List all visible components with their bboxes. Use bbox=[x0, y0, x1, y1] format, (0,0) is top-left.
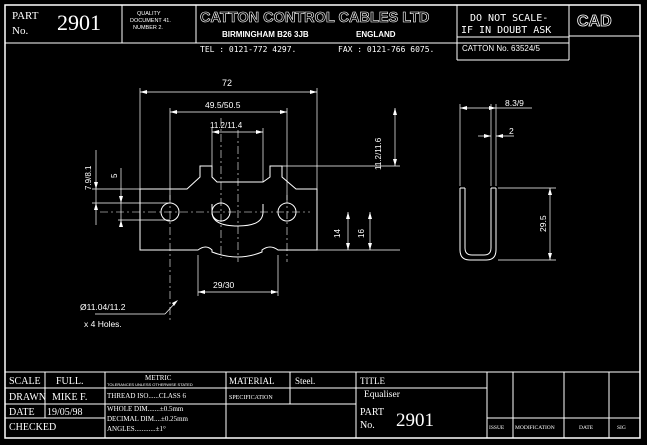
company-fax: FAX : 0121-766 6075. bbox=[338, 45, 434, 54]
dim-right-height: 11.2/11.6 bbox=[374, 137, 383, 170]
warning-line-2: IF IN DOUBT ASK bbox=[461, 25, 551, 36]
dim-bottom-cutout: 29/30 bbox=[213, 280, 235, 290]
quality-line-2: DOCUMENT 41. bbox=[130, 18, 171, 24]
company-country: ENGLAND bbox=[356, 30, 396, 39]
specification-label: SPECIFICATION bbox=[229, 395, 273, 401]
slot-cutout bbox=[211, 204, 264, 227]
company-phone: TEL : 0121-772 4297. bbox=[200, 45, 296, 54]
angles-tolerance: ANGLES............±1° bbox=[107, 425, 166, 433]
checked-label: CHECKED bbox=[9, 422, 56, 433]
hole-count: x 4 Holes. bbox=[84, 319, 122, 329]
side-arrowheads bbox=[460, 106, 552, 260]
quality-line-1: QUALITY bbox=[137, 11, 161, 17]
bottom-part-number: 2901 bbox=[396, 410, 434, 431]
dim-hole-pitch: 49.5/50.5 bbox=[205, 100, 241, 110]
metric-label: METRIC bbox=[145, 374, 172, 382]
date-col-label: DATE bbox=[579, 425, 594, 431]
modification-col-label: MODIFICATION bbox=[515, 425, 555, 431]
hole-callout: Ø11.04/11.2 bbox=[80, 302, 126, 312]
drawn-label: DRAWN bbox=[9, 392, 46, 403]
scale-label: SCALE bbox=[9, 376, 41, 387]
front-view-outline bbox=[139, 165, 318, 258]
dim-left-height: 7.9/8.1 bbox=[84, 165, 93, 190]
material-value: Steel. bbox=[295, 376, 315, 386]
arrowheads bbox=[94, 90, 397, 306]
outer-border bbox=[4, 4, 641, 439]
bottom-part-label: PART bbox=[360, 407, 384, 418]
front-view bbox=[139, 165, 318, 258]
dim-height-14: 14 bbox=[333, 229, 342, 238]
decimal-tolerance: DECIMAL DIM....±0.25mm bbox=[107, 415, 189, 423]
top-part-no-label: No. bbox=[12, 25, 28, 37]
title-value: Equaliser bbox=[364, 390, 401, 400]
side-view-outline bbox=[459, 187, 497, 261]
dim-height-16: 16 bbox=[357, 229, 366, 238]
issue-col-label: ISSUE bbox=[489, 425, 505, 431]
tolerance-note: TOLERANCES UNLESS OTHERWISE STATED bbox=[107, 382, 193, 387]
side-view bbox=[459, 187, 497, 261]
thread-tolerance: THREAD ISO......CLASS 6 bbox=[107, 392, 186, 400]
whole-tolerance: WHOLE DIM.......±0.5mm bbox=[107, 405, 184, 413]
warning-line-1: DO NOT SCALE- bbox=[470, 13, 548, 24]
top-part-number: 2901 bbox=[57, 10, 101, 35]
sig-col-label: SIG bbox=[617, 425, 626, 431]
centre-lines bbox=[100, 118, 310, 322]
bottom-part-no-label: No. bbox=[360, 420, 375, 431]
bottom-title-block bbox=[5, 371, 640, 438]
side-dim-height: 29.5 bbox=[538, 215, 548, 232]
cad-label: CAD bbox=[577, 13, 612, 30]
title-label: TITLE bbox=[360, 376, 385, 386]
catton-number: CATTON No. 63524/5 bbox=[462, 44, 541, 53]
date-label: DATE bbox=[9, 407, 35, 418]
side-dimensions bbox=[459, 104, 556, 261]
dim-overall-width: 72 bbox=[222, 78, 232, 88]
company-name: CATTON CONTROL CABLES LTD bbox=[200, 10, 429, 26]
top-part-label: PART bbox=[12, 10, 39, 22]
top-title-block bbox=[5, 5, 640, 61]
dim-left-small: 5 bbox=[110, 173, 119, 178]
quality-line-3: NUMBER 2. bbox=[133, 25, 163, 31]
drawn-value: MIKE F. bbox=[52, 392, 87, 403]
company-city: BIRMINGHAM B26 3JB bbox=[222, 30, 309, 39]
side-dim-thickness: 2 bbox=[509, 126, 514, 136]
material-label: MATERIAL bbox=[229, 376, 275, 386]
dim-slot-width: 11.2/11.4 bbox=[210, 121, 243, 130]
side-dim-width: 8.3/9 bbox=[505, 98, 524, 108]
scale-value: FULL. bbox=[56, 376, 84, 387]
front-dimensions bbox=[92, 88, 400, 315]
date-value: 19/05/98 bbox=[47, 407, 83, 418]
